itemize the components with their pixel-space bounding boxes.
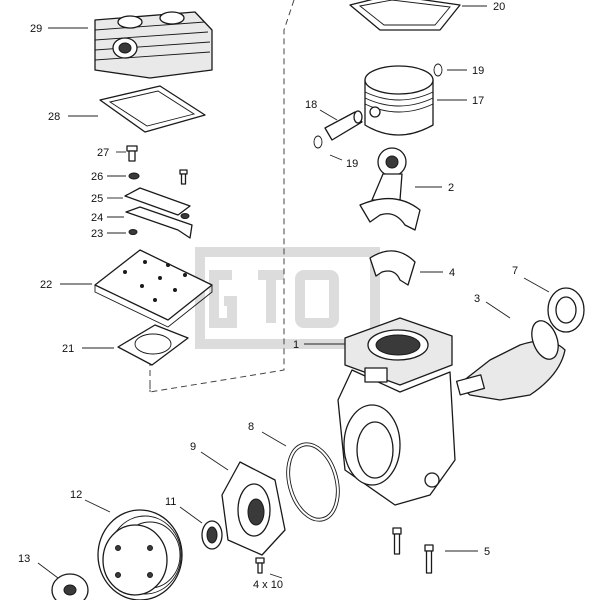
callout-20: 20	[493, 1, 505, 13]
callout-5: 5	[484, 546, 490, 558]
callout-17: 17	[472, 95, 484, 107]
callout-25: 25	[91, 193, 103, 205]
callout-4: 4	[449, 267, 455, 279]
bearing-cap	[369, 250, 416, 286]
end-cover	[221, 461, 286, 556]
callout-19-bottom: 19	[346, 158, 358, 170]
crankcase	[337, 317, 456, 506]
valve-plate	[94, 249, 213, 328]
piston-pin	[324, 110, 363, 141]
bolt-27	[126, 145, 138, 162]
circlips	[313, 63, 443, 149]
o-ring	[286, 442, 340, 522]
callout-2: 2	[448, 182, 454, 194]
assembly-dashed-lines	[149, 0, 295, 393]
head-gasket	[99, 85, 206, 133]
crankshaft	[455, 320, 566, 401]
callout-24: 24	[91, 212, 103, 224]
callout-21: 21	[62, 343, 74, 355]
piston	[364, 65, 434, 136]
pulley	[97, 509, 183, 600]
shaft-seal	[201, 520, 223, 550]
hub	[51, 573, 89, 600]
callout-23: 23	[91, 228, 103, 240]
callout-13: 13	[18, 553, 30, 565]
callout-28: 28	[48, 111, 60, 123]
valve-plates	[124, 187, 193, 239]
gasket-21	[117, 324, 189, 366]
callout-10: 4 x 10	[253, 579, 283, 591]
cylinder-head	[94, 11, 213, 79]
bolts-5	[392, 527, 434, 574]
leader-lines	[37, 5, 550, 579]
connecting-rod	[359, 147, 421, 231]
callout-19-top: 19	[472, 65, 484, 77]
callout-12: 12	[70, 489, 82, 501]
callout-9: 9	[190, 441, 196, 453]
callout-7: 7	[512, 265, 518, 277]
callout-8: 8	[248, 421, 254, 433]
callout-1: 1	[293, 339, 299, 351]
gasket-20	[349, 0, 461, 31]
callout-29: 29	[30, 23, 42, 35]
callout-labels: 29 28 27 26 25 24 23 22 21 20 19 17 18 1…	[18, 1, 518, 591]
callout-26: 26	[91, 171, 103, 183]
callout-27: 27	[97, 147, 109, 159]
callout-22: 22	[40, 279, 52, 291]
screws-10	[255, 557, 265, 574]
washer-26	[128, 169, 188, 185]
watermark-logo	[195, 247, 380, 349]
callout-11: 11	[165, 496, 176, 508]
callout-18: 18	[305, 99, 317, 111]
oil-seal-7	[547, 287, 585, 333]
callout-3: 3	[474, 293, 480, 305]
